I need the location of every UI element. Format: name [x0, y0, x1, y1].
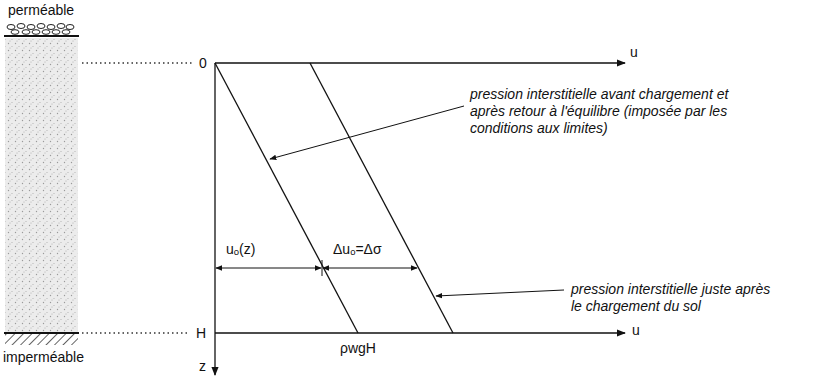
dimension-tick — [322, 260, 323, 276]
impermeable-boundary — [4, 332, 79, 334]
leader-line — [436, 290, 564, 296]
level-line — [82, 332, 190, 333]
soil-layer — [5, 38, 78, 332]
axis-level: H — [196, 325, 206, 342]
dimension-arrow — [323, 268, 417, 269]
gravel-symbol — [7, 24, 74, 35]
value-label: ρwgH — [340, 340, 376, 357]
impermeable-hatch — [5, 334, 78, 345]
leader-line — [270, 106, 464, 159]
permeable-boundary — [4, 35, 79, 37]
axis-label: z — [199, 358, 206, 375]
dimension-label: uₒ(z) — [226, 241, 255, 258]
dimension-label: Δuₒ=Δσ — [333, 241, 382, 258]
level-line — [82, 62, 193, 63]
z-axis — [214, 63, 215, 375]
axis-label: u — [632, 322, 640, 339]
boundary-label: imperméable — [3, 349, 84, 366]
loaded-pressure-line — [310, 63, 453, 333]
annotation-note: pression interstitielle avant chargement… — [470, 86, 755, 137]
dimension-arrow — [216, 268, 321, 269]
u-axis — [215, 332, 625, 333]
initial-pressure-line — [215, 63, 358, 333]
annotation-note: pression interstitielle juste après le c… — [571, 281, 776, 315]
axis-origin: 0 — [199, 55, 207, 72]
axis-label: u — [630, 44, 638, 61]
boundary-label: perméable — [8, 2, 74, 19]
u-axis — [215, 62, 625, 63]
